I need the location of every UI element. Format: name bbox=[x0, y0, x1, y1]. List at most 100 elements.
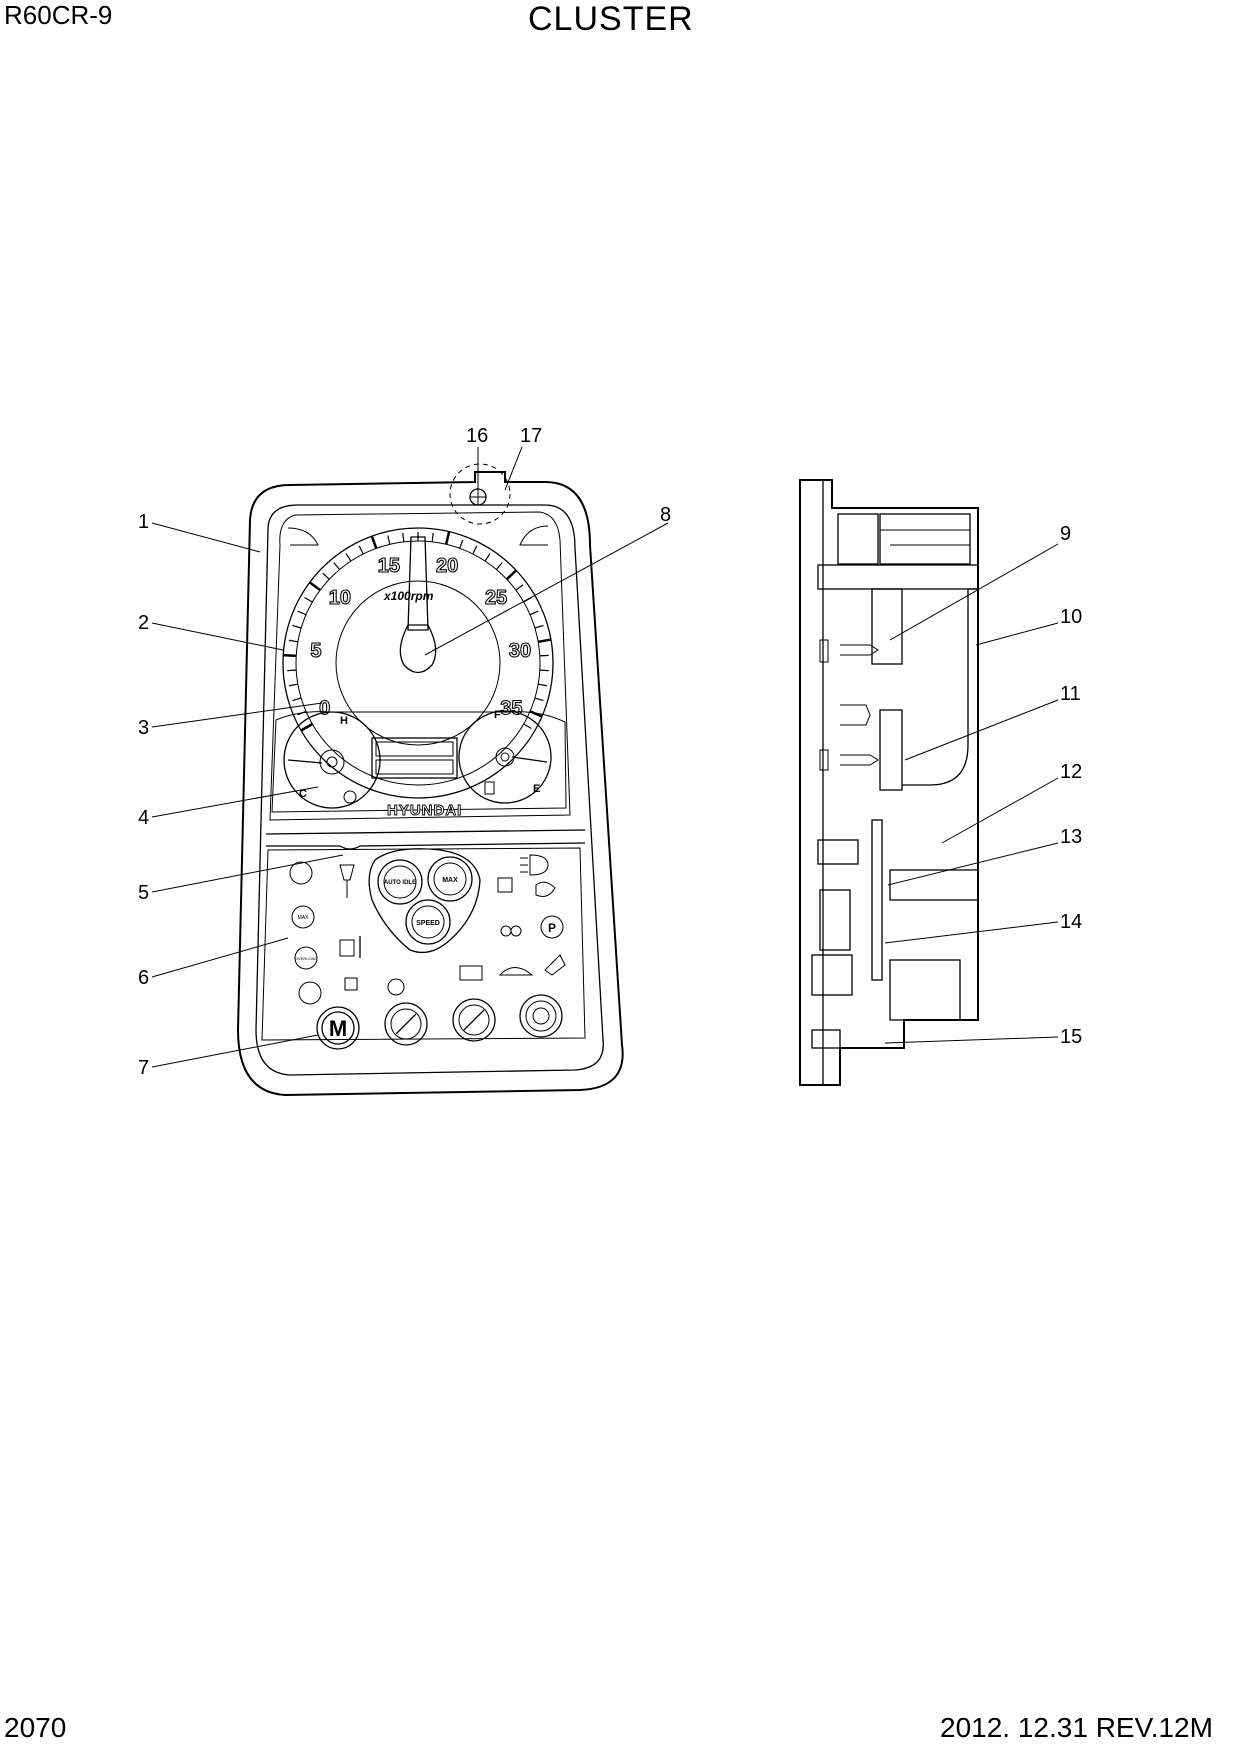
glow-plug-icon-2 bbox=[510, 925, 522, 937]
tacho-tick bbox=[523, 723, 532, 730]
leader-12 bbox=[941, 777, 1059, 844]
tacho-tick bbox=[472, 545, 478, 555]
speed-button-label: SPEED bbox=[416, 920, 440, 927]
tacho-needle-hub bbox=[399, 624, 437, 674]
travel-icon bbox=[498, 967, 534, 976]
tacho-tick bbox=[297, 610, 307, 616]
leader-7 bbox=[151, 1034, 319, 1068]
lcd-bottom-row bbox=[375, 759, 454, 775]
tacho-tick bbox=[292, 624, 302, 629]
tacho-tick bbox=[495, 562, 503, 570]
top-block-a bbox=[837, 513, 879, 565]
leader-9 bbox=[889, 543, 1059, 641]
wedge-2 bbox=[840, 704, 871, 726]
washer-button[interactable] bbox=[452, 998, 496, 1042]
callout-12: 12 bbox=[1060, 761, 1082, 783]
callout-2: 2 bbox=[138, 612, 149, 634]
tacho-tick bbox=[333, 562, 341, 570]
lower-block-c bbox=[811, 954, 853, 996]
pcb-upper bbox=[871, 588, 903, 665]
lower-block-d bbox=[889, 869, 979, 901]
leader-11 bbox=[904, 699, 1059, 761]
model-code: R60CR-9 bbox=[4, 0, 113, 30]
max-button-inner bbox=[433, 862, 467, 896]
auto-idle-button[interactable] bbox=[377, 859, 423, 905]
tacho-tick bbox=[345, 553, 352, 562]
callout-4: 4 bbox=[138, 807, 149, 829]
callout-16: 16 bbox=[466, 425, 488, 447]
tacho-tick bbox=[288, 683, 298, 687]
filter-icon bbox=[344, 977, 358, 991]
tacho-tick bbox=[322, 572, 330, 580]
tacho-face bbox=[335, 580, 501, 746]
lower-block-b bbox=[819, 889, 851, 951]
engine-check-icon bbox=[387, 978, 405, 996]
tacho-tick bbox=[300, 722, 313, 732]
callout-15: 15 bbox=[1060, 1026, 1082, 1048]
temp-high-label: H bbox=[340, 715, 348, 727]
callout-17: 17 bbox=[520, 425, 542, 447]
tacho-tick bbox=[484, 553, 491, 562]
tacho-tick bbox=[459, 539, 464, 549]
max-button[interactable] bbox=[427, 856, 473, 902]
lower-block-e bbox=[889, 959, 961, 1021]
tacho-dial-number: 35 bbox=[500, 698, 522, 720]
tacho-tick bbox=[387, 535, 391, 545]
fuel-gauge-hub-inner bbox=[500, 752, 510, 762]
callout-13: 13 bbox=[1060, 826, 1082, 848]
swing-lock-icon bbox=[289, 861, 313, 885]
callout-5: 5 bbox=[138, 882, 149, 904]
washer-button-inner bbox=[458, 1004, 490, 1036]
top-block-b bbox=[879, 513, 971, 565]
wedge-3 bbox=[840, 754, 879, 766]
temp-gauge-hub-inner bbox=[326, 756, 338, 768]
seat-belt-icon bbox=[497, 877, 513, 893]
select-button[interactable] bbox=[519, 994, 563, 1038]
leader-6 bbox=[151, 937, 289, 978]
tacho-tick bbox=[505, 569, 518, 581]
tacho-tick bbox=[370, 535, 378, 549]
temp-gauge-hub bbox=[319, 749, 345, 775]
leader-4 bbox=[151, 786, 319, 818]
wedge-1 bbox=[840, 644, 879, 656]
leader-10 bbox=[975, 622, 1059, 646]
hydraulic-oil-icon bbox=[339, 864, 355, 898]
tacho-unit-label: x100rpm bbox=[383, 589, 434, 603]
pcb-middle bbox=[879, 709, 903, 791]
switch-panel bbox=[261, 847, 586, 1041]
inner-bezel bbox=[255, 504, 604, 1076]
tacho-tick bbox=[287, 669, 297, 672]
parking-brake-letter: P bbox=[548, 921, 556, 935]
tacho-tick bbox=[304, 596, 313, 603]
leader-5 bbox=[151, 854, 344, 893]
mode-m-button[interactable] bbox=[316, 1006, 360, 1050]
wiper-button-inner bbox=[390, 1008, 422, 1040]
callout-11: 11 bbox=[1060, 683, 1081, 705]
tacho-tick bbox=[444, 531, 451, 545]
callout-6: 6 bbox=[138, 967, 149, 989]
cluster-side-view bbox=[799, 479, 979, 1086]
callout-9: 9 bbox=[1060, 523, 1071, 545]
select-button-inner bbox=[525, 1000, 557, 1032]
rabbit-icon bbox=[544, 954, 566, 976]
max-button-label: MAX bbox=[442, 877, 458, 884]
screw-detail-circle bbox=[449, 463, 511, 525]
overload-indicator-label: OVERLOAD bbox=[295, 956, 317, 961]
speed-button[interactable] bbox=[405, 899, 451, 945]
wiper-button[interactable] bbox=[384, 1002, 428, 1046]
fuel-gauge bbox=[458, 710, 552, 804]
tacho-tick bbox=[539, 669, 549, 672]
face-plate bbox=[817, 564, 979, 590]
corner-dimple-right bbox=[519, 525, 549, 546]
callout-14: 14 bbox=[1060, 911, 1082, 933]
tacho-tick bbox=[288, 639, 298, 643]
leader-13 bbox=[887, 842, 1059, 886]
work-lamp-icon bbox=[520, 854, 549, 876]
leader-15 bbox=[884, 1036, 1059, 1044]
callout-3: 3 bbox=[138, 717, 149, 739]
revision-date: 2012. 12.31 REV.12M bbox=[940, 1712, 1213, 1743]
page-title: CLUSTER bbox=[528, 0, 694, 38]
